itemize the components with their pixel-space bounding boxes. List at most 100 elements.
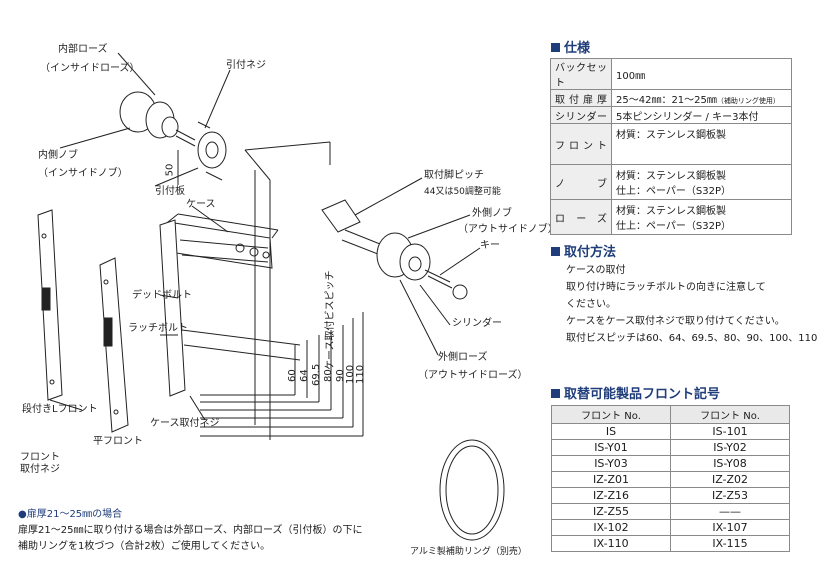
table-row: フロント 材質：ステンレス鋼板製 xyxy=(550,123,792,165)
case-shape xyxy=(167,213,279,269)
spec-heading: 仕様 xyxy=(551,37,590,56)
table-row: シリンダー 5本ピンシリンダー / キー3本付 xyxy=(550,106,792,124)
note-line-1: 扉厚21～25㎜に取り付ける場合は外部ローズ、内部ローズ（引付板）の下に xyxy=(18,525,363,536)
bullet-square-icon xyxy=(551,43,560,52)
spec-key: ローズ xyxy=(550,199,612,235)
spec-value: 材質：ステンレス鋼板製仕上：ペーパー（S32P） xyxy=(611,164,792,200)
column-header: フロント No. xyxy=(551,405,671,424)
spec-value: 5本ピンシリンダー / キー3本付 xyxy=(611,106,792,124)
pitch-label-80: 80 xyxy=(323,369,334,382)
label-inner-rose: 内部ローズ xyxy=(58,44,108,55)
label-outer-rose: 外側ローズ xyxy=(438,352,488,363)
label-case-screw-pitch: ケース取付ビスピッチ xyxy=(325,270,336,371)
table-row: バックセット 100㎜ xyxy=(550,58,792,90)
spec-key: バックセット xyxy=(550,58,612,90)
label-stepped-front: 段付きLフロント xyxy=(22,404,98,415)
code-cell: IS-Y03 xyxy=(551,455,671,472)
code-cell: IZ-Z53 xyxy=(670,487,790,504)
table-row: ローズ 材質：ステンレス鋼板製仕上：ペーパー（S32P） xyxy=(550,199,792,235)
method-line-3: ください。 xyxy=(566,299,616,310)
pitch-label-60: 60 xyxy=(287,369,298,382)
method-line-1: ケースの取付 xyxy=(566,265,626,276)
bullet-square-icon xyxy=(551,389,560,398)
spec-key: 取付扉厚 xyxy=(550,89,612,107)
code-cell: IZ-Z01 xyxy=(551,471,671,488)
table-row: ノブ 材質：ステンレス鋼板製仕上：ペーパー（S32P） xyxy=(550,164,792,200)
label-mount-screw: 引付ネジ xyxy=(226,60,266,71)
code-cell: IS-Y02 xyxy=(670,439,790,456)
spec-key: シリンダー xyxy=(550,106,612,124)
code-cell: IS-101 xyxy=(670,423,790,440)
method-line-4: ケースをケース取付ネジで取り付けてください。 xyxy=(566,316,785,327)
note-line-2: 補助リングを1枚づつ（合計2枚）ご使用してください。 xyxy=(18,541,271,552)
code-cell: IX-107 xyxy=(670,519,790,536)
stepped-front-shape xyxy=(37,209,63,401)
label-case-screw: ケース取付ネジ xyxy=(150,418,220,429)
pitch-label-110: 110 xyxy=(355,364,366,384)
key-shape xyxy=(424,269,468,300)
method-heading: 取付方法 xyxy=(551,241,616,260)
label-mount-plate: 引付板 xyxy=(155,186,185,197)
front-codes-heading: 取替可能製品フロント記号 xyxy=(551,383,720,402)
code-cell: —— xyxy=(670,503,790,520)
code-cell: IS-Y08 xyxy=(670,455,790,472)
note-title: ●扉厚21～25㎜の場合 xyxy=(18,509,123,520)
inner-knob-shape xyxy=(119,91,196,147)
label-flat-front: 平フロント xyxy=(93,436,143,447)
spec-value: 25～42㎜：21～25㎜（補助リング使用） xyxy=(611,89,792,107)
table-header-row: フロント No. フロント No. xyxy=(551,405,790,424)
code-cell: IX-102 xyxy=(551,519,671,536)
label-mount-pitch-note: 44又は50調整可能 xyxy=(424,187,501,197)
method-text: ケースの取付 取り付け時にラッチボルトの向きに注意して ください。 ケースをケー… xyxy=(566,262,817,347)
label-front-screw: フロント取付ネジ xyxy=(20,452,60,475)
label-inner-knob-sub: （インサイドノブ） xyxy=(38,168,128,179)
bullet-square-icon xyxy=(551,247,560,256)
label-latchbolt: ラッチボルト xyxy=(128,323,188,334)
label-inner-knob: 内側ノブ xyxy=(38,150,78,161)
code-cell: IZ-Z16 xyxy=(551,487,671,504)
label-case: ケース xyxy=(186,199,216,210)
pitch-dimension-lines xyxy=(200,312,364,437)
label-outer-knob: 外側ノブ xyxy=(472,208,512,219)
label-outer-knob-sub: （アウトサイドノブ） xyxy=(458,224,558,235)
pitch-label-69-5: 69.5 xyxy=(311,363,322,386)
spec-value: 材質：ステンレス鋼板製仕上：ペーパー（S32P） xyxy=(611,199,792,235)
table-row: 取付扉厚 25～42㎜：21～25㎜（補助リング使用） xyxy=(550,89,792,107)
code-cell: IX-110 xyxy=(551,535,671,552)
label-dim-50: 50 xyxy=(164,163,176,177)
method-line-5: 取付ビスピッチは60、64、69.5、80、90、100、110 xyxy=(566,333,817,344)
code-cell: IZ-Z02 xyxy=(670,471,790,488)
label-key: キー xyxy=(480,240,500,251)
column-header: フロント No. xyxy=(670,405,790,424)
lock-exploded-diagram xyxy=(37,52,505,541)
label-ring-caption: アルミ製補助リング（別売） xyxy=(410,547,527,557)
code-cell: IS-Y01 xyxy=(551,439,671,456)
label-outer-rose-sub: （アウトサイドローズ） xyxy=(418,370,528,381)
label-inner-rose-sub: （インサイドローズ） xyxy=(40,63,140,74)
spec-value: 材質：ステンレス鋼板製 xyxy=(611,123,792,165)
mount-plate-shape xyxy=(197,121,227,181)
code-cell: IX-115 xyxy=(670,535,790,552)
label-deadbolt: デッドボルト xyxy=(132,290,192,301)
door-thickness-note: ●扉厚21～25㎜の場合 扉厚21～25㎜に取り付ける場合は外部ローズ、内部ロー… xyxy=(18,505,362,555)
aux-ring-shape xyxy=(439,439,505,541)
outer-knob-shape xyxy=(321,199,431,281)
code-cell: IZ-Z55 xyxy=(551,503,671,520)
label-cylinder: シリンダー xyxy=(452,318,502,329)
code-cell: IS xyxy=(551,423,671,440)
label-mount-pitch: 取付脚ピッチ xyxy=(424,170,484,181)
spec-key: ノブ xyxy=(550,164,612,200)
spec-table: バックセット 100㎜ 取付扉厚 25～42㎜：21～25㎜（補助リング使用） … xyxy=(550,58,792,235)
table-row: IZ-Z55—— xyxy=(551,503,790,520)
spec-value: 100㎜ xyxy=(611,58,792,90)
spec-key: フロント xyxy=(550,123,612,165)
door-panel-shape xyxy=(244,141,331,440)
